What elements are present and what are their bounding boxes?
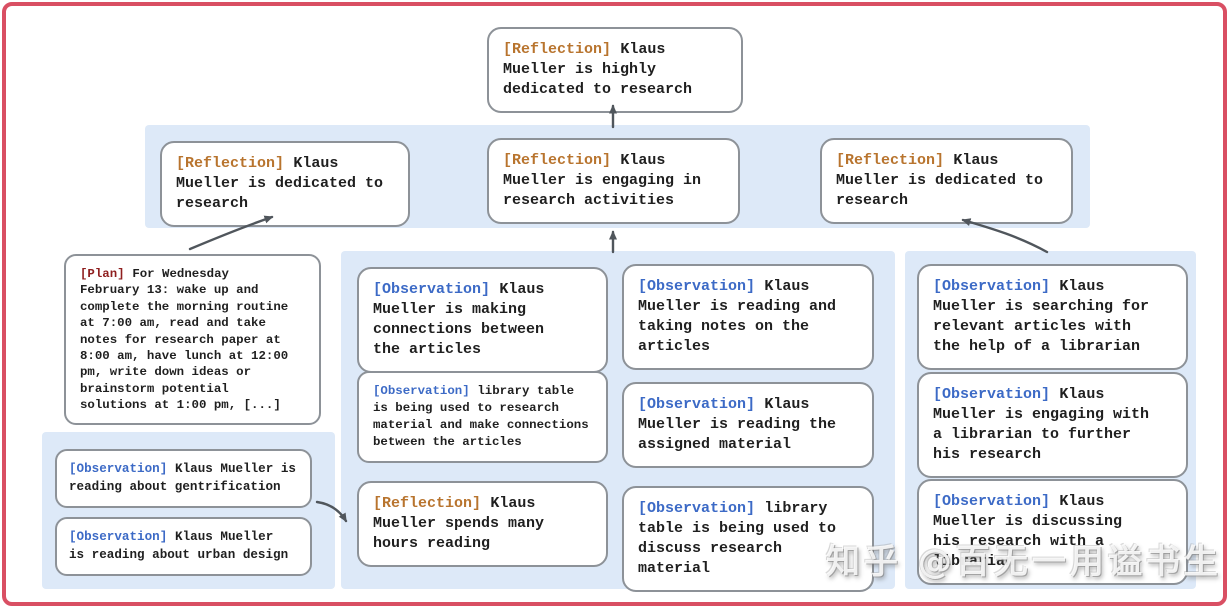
observation-tag: [Observation] <box>638 278 756 295</box>
node-text: library table is being used to research … <box>373 384 589 450</box>
node-reflection-hours-reading: [Reflection]Klaus Mueller spends many ho… <box>357 481 608 567</box>
node-text: Klaus Mueller is dedicated to research <box>836 152 1044 209</box>
node-text: Klaus Mueller is discussing his research… <box>933 493 1123 570</box>
node-text: Klaus Mueller is highly dedicated to res… <box>503 41 693 98</box>
node-reflection-3: [Reflection]Klaus Mueller is dedicated t… <box>820 138 1073 224</box>
node-text: Klaus Mueller is engaging in research ac… <box>503 152 702 209</box>
node-obs-library-table-discuss: [Observation]library table is being used… <box>622 486 874 592</box>
node-obs-making-connections: [Observation]Klaus Mueller is making con… <box>357 267 608 373</box>
node-text: Klaus Mueller is reading the assigned ma… <box>638 396 837 453</box>
node-obs-gentrification: [Observation]Klaus Mueller is reading ab… <box>55 449 312 509</box>
observation-tag: [Observation] <box>933 493 1051 510</box>
observation-tag: [Observation] <box>373 384 470 398</box>
plan-tag: [Plan] <box>80 267 125 281</box>
node-obs-library-table-research: [Observation]library table is being used… <box>357 371 608 464</box>
reflection-tag: [Reflection] <box>836 152 945 169</box>
reflection-tag: [Reflection] <box>503 41 612 58</box>
node-obs-discussing-librarian: [Observation]Klaus Mueller is discussing… <box>917 479 1188 585</box>
node-plan: [Plan]For Wednesday February 13: wake up… <box>64 254 321 426</box>
reflection-tag: [Reflection] <box>373 495 482 512</box>
observation-tag: [Observation] <box>638 500 756 517</box>
reflection-tag: [Reflection] <box>176 155 285 172</box>
observation-tag: [Observation] <box>69 530 168 544</box>
node-obs-engaging-librarian: [Observation]Klaus Mueller is engaging w… <box>917 372 1188 478</box>
observation-tag: [Observation] <box>933 386 1051 403</box>
node-reflection-2: [Reflection]Klaus Mueller is engaging in… <box>487 138 740 224</box>
node-obs-searching-articles: [Observation]Klaus Mueller is searching … <box>917 264 1188 370</box>
reflection-tag: [Reflection] <box>503 152 612 169</box>
node-text: Klaus Mueller is searching for relevant … <box>933 278 1150 355</box>
node-text: For Wednesday February 13: wake up and c… <box>80 267 289 412</box>
node-text: Klaus Mueller is dedicated to research <box>176 155 384 212</box>
node-text: Klaus Mueller is making connections betw… <box>373 281 545 358</box>
observation-tag: [Observation] <box>69 462 168 476</box>
node-text: Klaus Mueller spends many hours reading <box>373 495 545 552</box>
node-text: Klaus Mueller is reading about gentrific… <box>69 462 296 494</box>
node-obs-taking-notes: [Observation]Klaus Mueller is reading an… <box>622 264 874 370</box>
node-text: Klaus Mueller is reading and taking note… <box>638 278 837 355</box>
node-obs-urban-design: [Observation]Klaus Mueller is reading ab… <box>55 517 312 577</box>
observation-tag: [Observation] <box>373 281 491 298</box>
observation-tag: [Observation] <box>933 278 1051 295</box>
observation-tag: [Observation] <box>638 396 756 413</box>
node-reflection-1: [Reflection]Klaus Mueller is dedicated t… <box>160 141 410 227</box>
node-root-reflection: [Reflection]Klaus Mueller is highly dedi… <box>487 27 743 113</box>
node-text: Klaus Mueller is reading about urban des… <box>69 530 289 562</box>
node-text: Klaus Mueller is engaging with a librari… <box>933 386 1150 463</box>
node-text: library table is being used to discuss r… <box>638 500 837 577</box>
node-obs-assigned-material: [Observation]Klaus Mueller is reading th… <box>622 382 874 468</box>
